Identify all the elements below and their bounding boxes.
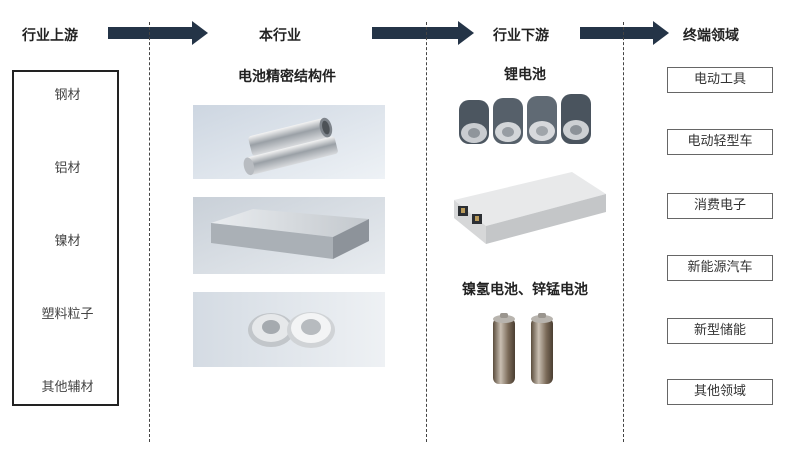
- upstream-item: 铝材: [54, 161, 81, 176]
- this-industry-title: 电池精密结构件: [238, 69, 336, 85]
- aluminum-case-image: [193, 197, 385, 274]
- upstream-box: 钢材 铝材 镍材 塑料粒子 其他辅材: [12, 70, 119, 406]
- terminal-item: 新能源汽车: [667, 255, 773, 281]
- terminal-item: 电动工具: [667, 67, 773, 93]
- terminal-item: 其他领域: [667, 379, 773, 405]
- downstream-lithium-title: 锂电池: [504, 67, 546, 83]
- lithium-cylinder-cells-image: [459, 94, 591, 144]
- downstream-nimh-title: 镍氢电池、锌锰电池: [462, 282, 588, 298]
- header-terminal: 终端领域: [683, 28, 739, 44]
- upstream-item: 钢材: [54, 88, 81, 103]
- divider-3: [623, 22, 624, 442]
- divider-1: [149, 22, 150, 442]
- flow-arrow-1: [108, 21, 208, 45]
- steel-shell-image: [193, 105, 385, 179]
- divider-2: [426, 22, 427, 442]
- battery-cap-image: [193, 292, 385, 367]
- terminal-item: 消费电子: [667, 193, 773, 219]
- upstream-item: 塑料粒子: [41, 307, 94, 322]
- terminal-item: 电动轻型车: [667, 129, 773, 155]
- header-this-industry: 本行业: [259, 28, 301, 44]
- nimh-battery-image: [493, 313, 553, 384]
- header-downstream: 行业下游: [493, 28, 549, 44]
- flow-arrow-2: [372, 21, 474, 45]
- flow-arrow-3: [580, 21, 669, 45]
- upstream-item: 其他辅材: [41, 380, 94, 395]
- upstream-item: 镍材: [54, 234, 81, 249]
- header-upstream: 行业上游: [22, 28, 78, 44]
- terminal-item: 新型储能: [667, 318, 773, 344]
- lithium-prismatic-cell-image: [454, 172, 606, 244]
